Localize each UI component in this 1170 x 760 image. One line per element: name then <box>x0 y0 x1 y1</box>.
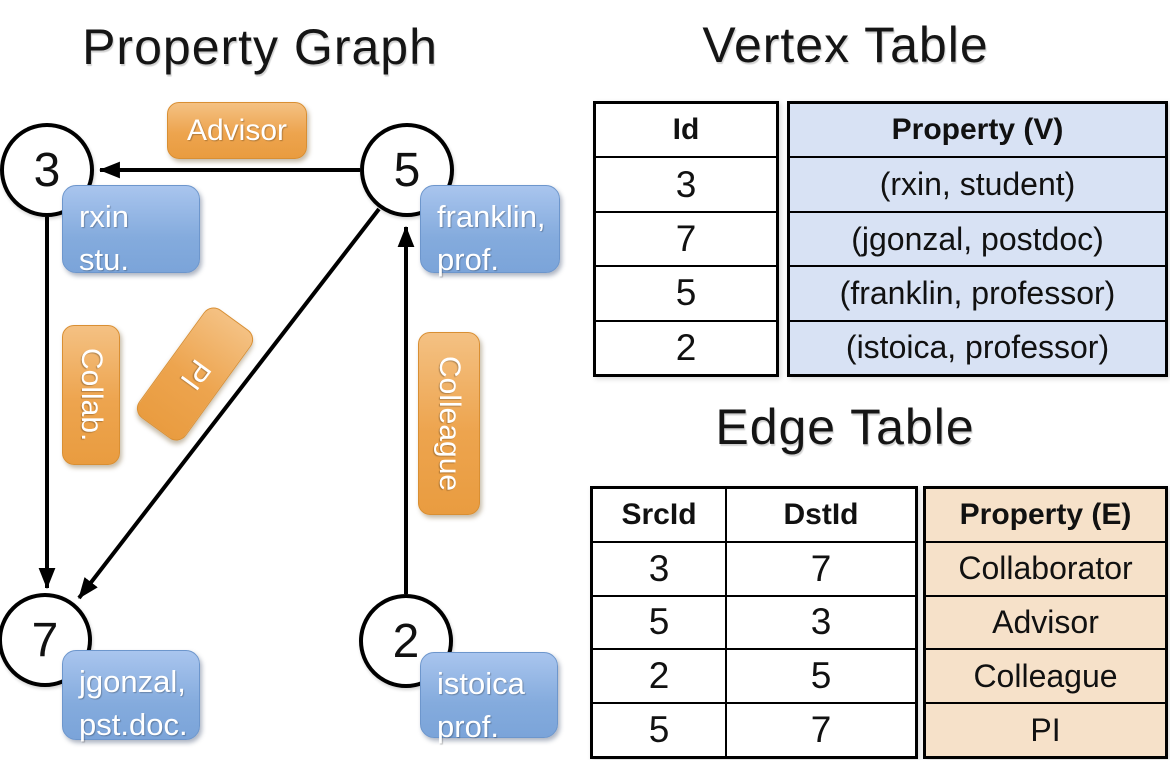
vertex-table-property-cell: (rxin, student) <box>790 156 1165 211</box>
edge-table-id-columns: SrcId DstId 3 7 5 3 2 5 5 7 <box>590 486 918 759</box>
edge-table-srcid-cell: 5 <box>648 601 670 643</box>
vertex-table-property-cell: (istoica, professor) <box>790 319 1165 375</box>
vertex-prop-3-line2: stu. <box>79 242 129 278</box>
edge-label-colleague: Colleague <box>418 332 480 515</box>
graph-node-5: 5 <box>360 123 454 217</box>
graph-node-2: 2 <box>359 594 453 688</box>
vertex-table-id-cell: 3 <box>596 156 776 210</box>
edge-table-dstid-cell: 5 <box>725 650 915 703</box>
vertex-table-id-cell: 2 <box>596 319 776 374</box>
edge-table-dstid-header: DstId <box>725 489 915 541</box>
vertex-prop-7-line2: pst.doc. <box>79 707 188 743</box>
graph-edges <box>38 161 415 600</box>
edge-pi-5-to-7 <box>77 207 381 600</box>
vertex-table-property-column: Property (V) (rxin, student) (jgonzal, p… <box>787 101 1168 377</box>
node-2-id: 2 <box>392 614 420 668</box>
edge-table-property-header: Property (E) <box>926 489 1165 541</box>
edge-table-property-cell: Collaborator <box>926 540 1165 595</box>
vertex-table-property-cell: (franklin, professor) <box>790 265 1165 320</box>
vertex-table-property-cell: (jgonzal, postdoc) <box>790 210 1165 266</box>
graph-title: Property Graph <box>82 19 438 75</box>
edge-table-dstid-cell: 3 <box>725 596 915 649</box>
vertex-prop-7-line1: jgonzal, <box>79 664 186 699</box>
edge-label-advisor: Advisor <box>167 102 307 159</box>
edge-table-property-cell: Advisor <box>926 594 1165 649</box>
edge-label-collab-text: Collab. <box>75 348 108 442</box>
edge-table-dstid-cell: 7 <box>725 542 915 595</box>
vertex-prop-box-3: rxin stu. <box>62 185 200 277</box>
edge-table-dstid-cell: 7 <box>725 704 915 756</box>
edge-label-collab: Collab. <box>62 325 120 465</box>
vertex-table-id-cell: 5 <box>596 265 776 319</box>
edge-table-property-cell: Colleague <box>926 648 1165 703</box>
vertex-prop-box-5: franklin, prof. <box>420 185 560 277</box>
vertex-prop-2-line1: istoica <box>437 666 525 701</box>
edge-label-colleague-text: Colleague <box>433 355 466 492</box>
edge-table-srcid-cell: 5 <box>648 709 670 751</box>
vertex-table-id-header: Id <box>672 113 700 147</box>
vertex-prop-box-2: istoica prof. <box>420 652 558 744</box>
vertex-prop-2-line2: prof. <box>437 709 500 745</box>
edge-label-advisor-text: Advisor <box>186 113 288 147</box>
vertex-table-title: Vertex Table <box>702 17 989 73</box>
node-7-id: 7 <box>31 613 59 667</box>
vertex-table-id-cell: 7 <box>596 210 776 265</box>
vertex-table-property-header: Property (V) <box>790 104 1165 157</box>
vertex-table-id-column: Id 3 7 5 2 <box>593 101 779 377</box>
edge-table-title: Edge Table <box>715 399 975 455</box>
edge-table-property-cell: PI <box>926 702 1165 756</box>
node-3-id: 3 <box>33 143 61 197</box>
node-5-id: 5 <box>393 143 421 197</box>
edge-table-srcid-cell: 2 <box>648 655 670 697</box>
edge-label-pi-text: PI <box>173 353 218 396</box>
edge-table-srcid-cell: 3 <box>648 547 670 589</box>
vertex-prop-box-7: jgonzal, pst.doc. <box>62 650 200 742</box>
edge-table-property-column: Property (E) Collaborator Advisor Collea… <box>923 486 1168 759</box>
vertex-prop-5-line2: prof. <box>437 242 500 278</box>
edge-table-srcid-header: SrcId <box>621 497 697 531</box>
vertex-prop-3-line1: rxin <box>79 199 129 234</box>
vertex-prop-5-line1: franklin, <box>437 199 546 234</box>
